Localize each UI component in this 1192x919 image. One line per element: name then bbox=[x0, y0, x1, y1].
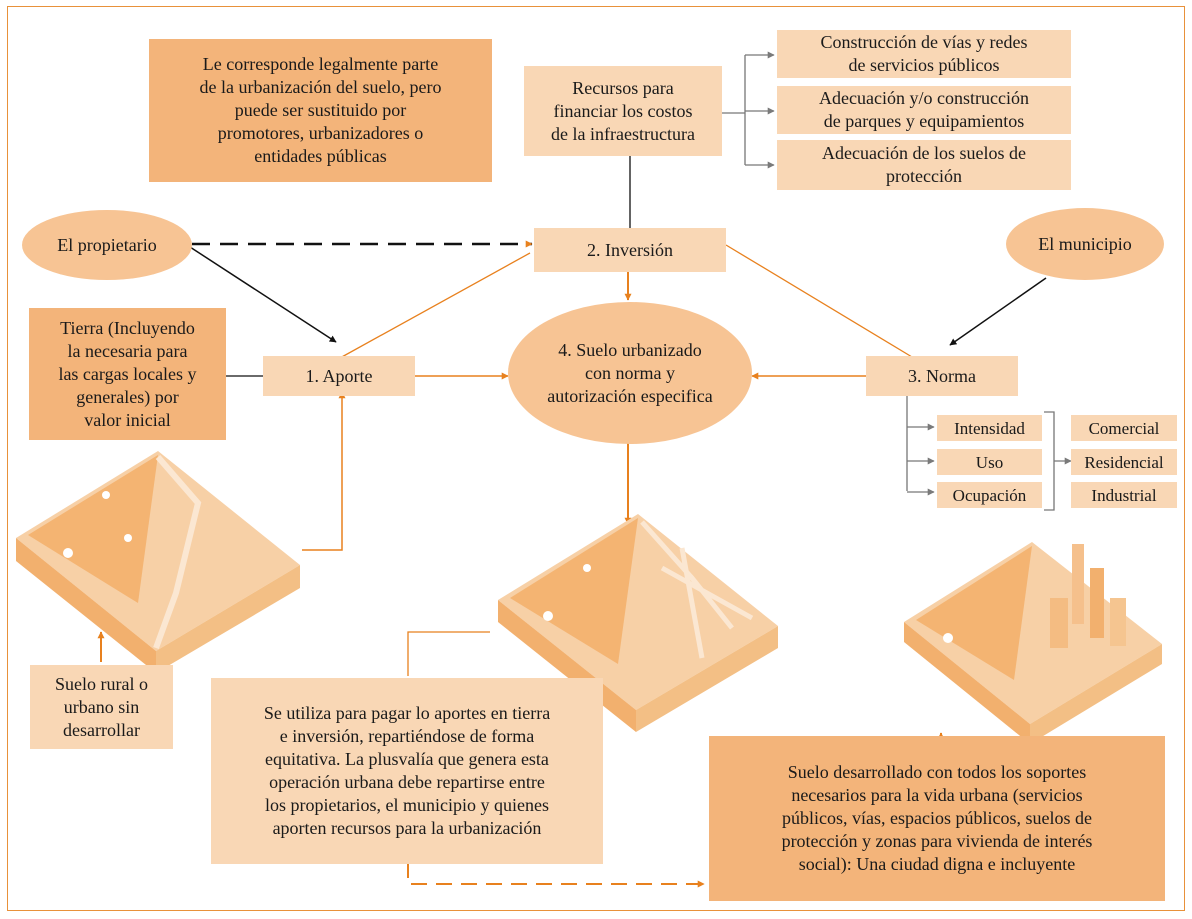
owner-to-contribution-arrow bbox=[189, 246, 337, 343]
norm-component-occupation: Ocupación bbox=[937, 482, 1042, 508]
norm-components-brace bbox=[1044, 411, 1055, 511]
resources-box: Recursos para financiar los costos de la… bbox=[524, 66, 722, 156]
municipality-actor: El municipio bbox=[1006, 208, 1164, 280]
use-type-residential: Residencial bbox=[1071, 449, 1177, 475]
diagram-frame bbox=[7, 6, 1185, 911]
rural-terrain-to-contribution-arrow bbox=[302, 391, 346, 551]
resources-bracket bbox=[722, 55, 746, 165]
investment-step: 2. Inversión bbox=[534, 228, 726, 272]
note-to-developed-dashed-arrow bbox=[407, 862, 705, 888]
infrastructure-item-protection: Adecuación de los suelos de protección bbox=[777, 140, 1071, 190]
distribution-note-box: Se utiliza para pagar lo aportes en tier… bbox=[211, 678, 603, 864]
infrastructure-item-roads: Construcción de vías y redes de servicio… bbox=[777, 30, 1071, 78]
municipality-to-norm-arrow bbox=[949, 277, 1047, 346]
norm-component-use: Uso bbox=[937, 449, 1042, 475]
developed-city-illustration bbox=[904, 542, 1162, 744]
use-type-industrial: Industrial bbox=[1071, 482, 1177, 508]
norm-step: 3. Norma bbox=[866, 356, 1018, 396]
use-type-commercial: Comercial bbox=[1071, 415, 1177, 441]
investment-to-norm-line bbox=[725, 244, 913, 358]
infrastructure-item-parks: Adecuación y/o construcción de parques y… bbox=[777, 86, 1071, 134]
rural-land-box: Suelo rural o urbano sin desarrollar bbox=[30, 665, 173, 749]
land-input-box: Tierra (Incluyendo la necesaria para las… bbox=[29, 308, 226, 440]
middle-terrain-to-note-line bbox=[407, 631, 490, 676]
owner-actor: El propietario bbox=[22, 210, 192, 280]
contribution-to-investment-line bbox=[339, 252, 531, 359]
contribution-step: 1. Aporte bbox=[263, 356, 415, 396]
urbanized-land-step: 4. Suelo urbanizado con norma y autoriza… bbox=[508, 302, 752, 444]
norm-component-intensity: Intensidad bbox=[937, 415, 1042, 441]
rural-terrain-illustration bbox=[16, 451, 300, 673]
legal-note-box: Le corresponde legalmente parte de la ur… bbox=[149, 39, 492, 182]
developed-land-box: Suelo desarrollado con todos los soporte… bbox=[709, 736, 1165, 901]
